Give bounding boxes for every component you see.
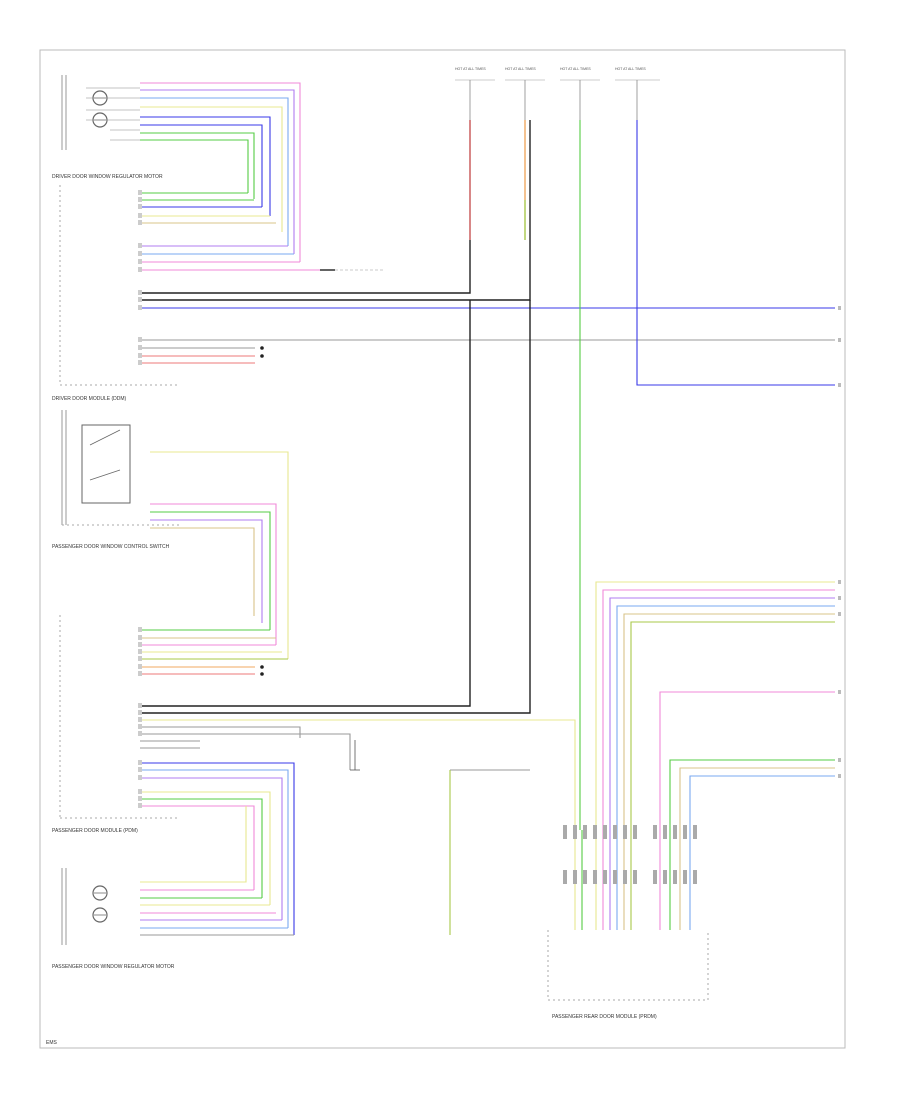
fuse-3-label: HOT AT ALL TIMES xyxy=(560,67,591,71)
driver-door-module-label: DRIVER DOOR MODULE (DDM) xyxy=(52,396,127,402)
fuse-1: HOT AT ALL TIMES xyxy=(455,67,495,240)
driver-motor-wires xyxy=(140,82,301,262)
diagram-frame xyxy=(39,49,846,1049)
passenger-module-pins xyxy=(138,627,142,808)
fuse-4: HOT AT ALL TIMES xyxy=(615,67,835,386)
passenger-control-switch: PASSENGER DOOR WINDOW CONTROL SWITCH xyxy=(52,410,180,550)
fuse-4-label: HOT AT ALL TIMES xyxy=(615,67,646,71)
passenger-control-switch-label: PASSENGER DOOR WINDOW CONTROL SWITCH xyxy=(52,544,170,550)
passenger-door-module: PASSENGER DOOR MODULE (PDM) xyxy=(52,615,180,834)
passenger-switch-wires xyxy=(150,451,289,659)
driver-window-motor-label: DRIVER DOOR WINDOW REGULATOR MOTOR xyxy=(52,174,163,180)
driver-window-motor: DRIVER DOOR WINDOW REGULATOR MOTOR xyxy=(52,75,163,180)
right-edge-ticks xyxy=(838,306,841,778)
driver-ground-connector xyxy=(260,269,385,358)
rear-door-module-label: PASSENGER REAR DOOR MODULE (PRDM) xyxy=(552,1014,657,1020)
fuse-group: HOT AT ALL TIMES HOT AT ALL TIMES HOT AT… xyxy=(455,67,835,830)
driver-door-module: DRIVER DOOR MODULE (DDM) xyxy=(52,185,180,402)
rear-door-module: PASSENGER REAR DOOR MODULE (PRDM) xyxy=(547,930,709,1020)
rear-module-pins xyxy=(563,825,697,884)
driver-module-pins xyxy=(138,190,142,365)
passenger-window-motor: PASSENGER DOOR WINDOW REGULATOR MOTOR xyxy=(52,868,175,970)
passenger-door-module-label: PASSENGER DOOR MODULE (PDM) xyxy=(52,828,138,834)
footer-label: EMS xyxy=(46,1040,58,1046)
fuse-2: HOT AT ALL TIMES xyxy=(505,67,545,240)
rear-module-wires xyxy=(449,581,835,935)
passenger-motor-wires xyxy=(140,806,294,936)
passenger-ground-stub xyxy=(350,740,360,771)
passenger-window-motor-label: PASSENGER DOOR WINDOW REGULATOR MOTOR xyxy=(52,964,175,970)
fuse-3: HOT AT ALL TIMES xyxy=(560,67,600,830)
passenger-module-wires xyxy=(140,300,576,935)
fuse-2-label: HOT AT ALL TIMES xyxy=(505,67,536,71)
driver-module-wires xyxy=(140,120,835,364)
fuse-1-label: HOT AT ALL TIMES xyxy=(455,67,486,71)
